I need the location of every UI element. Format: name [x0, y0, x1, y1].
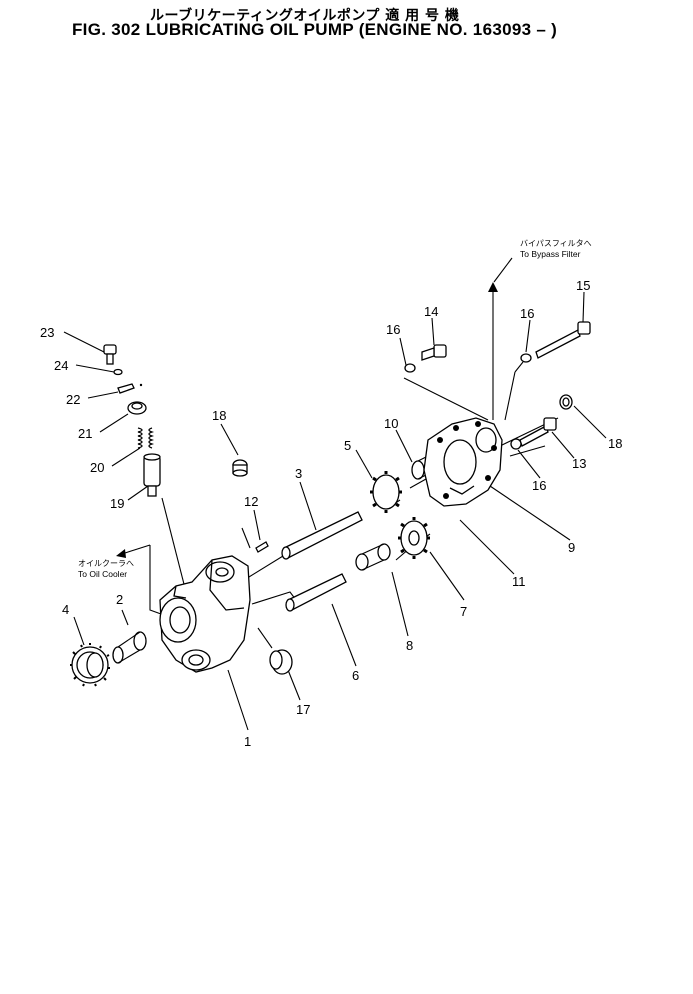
- callout-16-b: 16: [520, 306, 534, 321]
- callout-numbers: 23 24 22 21 20 19 2 4 18 12 3 5 10 16 14…: [40, 278, 622, 749]
- part-17-plug: [269, 649, 293, 675]
- part-3-drive-shaft: [281, 511, 363, 560]
- cooler-note-japanese: オイルクーラへ: [78, 559, 134, 568]
- part-18-plug-right: [559, 394, 573, 410]
- callout-10: 10: [384, 416, 398, 431]
- figure-title-japanese: ルーブリケーティングオイルポンプ 適 用 号 機: [150, 8, 460, 24]
- callout-8: 8: [406, 638, 413, 653]
- part-9-pump-cover: [423, 417, 503, 507]
- callout-11: 11: [512, 574, 526, 589]
- callout-7: 7: [460, 604, 467, 619]
- callout-21: 21: [78, 426, 92, 441]
- part-16-washer: [404, 353, 532, 450]
- part-24-washer: [113, 368, 123, 376]
- callout-leaders: [63, 291, 607, 731]
- callout-17: 17: [296, 702, 310, 717]
- part-18-plug: [232, 459, 248, 477]
- callout-3: 3: [295, 466, 302, 481]
- bypass-note-english: To Bypass Filter: [520, 249, 581, 259]
- part-20-spring: [137, 427, 155, 449]
- callout-16-c: 16: [532, 478, 546, 493]
- note-to-bypass-filter: バイパスフィルタへ To Bypass Filter: [493, 239, 592, 283]
- part-13-bolt: [519, 417, 557, 447]
- cooler-note-english: To Oil Cooler: [78, 569, 127, 579]
- note-to-oil-cooler: オイルクーラへ To Oil Cooler: [78, 559, 134, 579]
- part-6-idler-shaft: [285, 573, 347, 612]
- callout-2: 2: [116, 592, 123, 607]
- part-15-bolt: [535, 321, 591, 359]
- part-1-pump-body: [159, 555, 251, 673]
- callout-13: 13: [572, 456, 586, 471]
- callout-22: 22: [66, 392, 80, 407]
- callout-16-a: 16: [386, 322, 400, 337]
- callout-14: 14: [424, 304, 438, 319]
- part-7-idler-gear: [398, 517, 430, 559]
- part-2-bushing: [112, 631, 147, 664]
- callout-20: 20: [90, 460, 104, 475]
- part-21-plug: [127, 401, 147, 415]
- callout-24: 24: [54, 358, 68, 373]
- part-12-dowel-pin: [255, 541, 269, 553]
- part-19-relief-valve: [143, 453, 161, 497]
- part-4-drive-gear: [70, 643, 110, 687]
- bypass-note-japanese: バイパスフィルタへ: [520, 239, 592, 248]
- callout-18-left: 18: [212, 408, 226, 423]
- part-22-pin: [117, 383, 143, 394]
- callout-18-right: 18: [608, 436, 622, 451]
- callout-9: 9: [568, 540, 575, 555]
- callout-5: 5: [344, 438, 351, 453]
- callout-12: 12: [244, 494, 258, 509]
- callout-19: 19: [110, 496, 124, 511]
- part-23-screw: [103, 344, 117, 365]
- part-5-drive-gear: [370, 471, 402, 513]
- part-11-gasket: [449, 485, 475, 495]
- figure-title: FIG. 302 LUBRICATING OIL PUMP (ENGINE NO…: [72, 20, 558, 39]
- callout-6: 6: [352, 668, 359, 683]
- callout-4: 4: [62, 602, 69, 617]
- callout-23: 23: [40, 325, 54, 340]
- part-14-bolt: [421, 344, 447, 361]
- part-8-bushing: [355, 543, 391, 571]
- callout-1: 1: [244, 734, 251, 749]
- callout-15: 15: [576, 278, 590, 293]
